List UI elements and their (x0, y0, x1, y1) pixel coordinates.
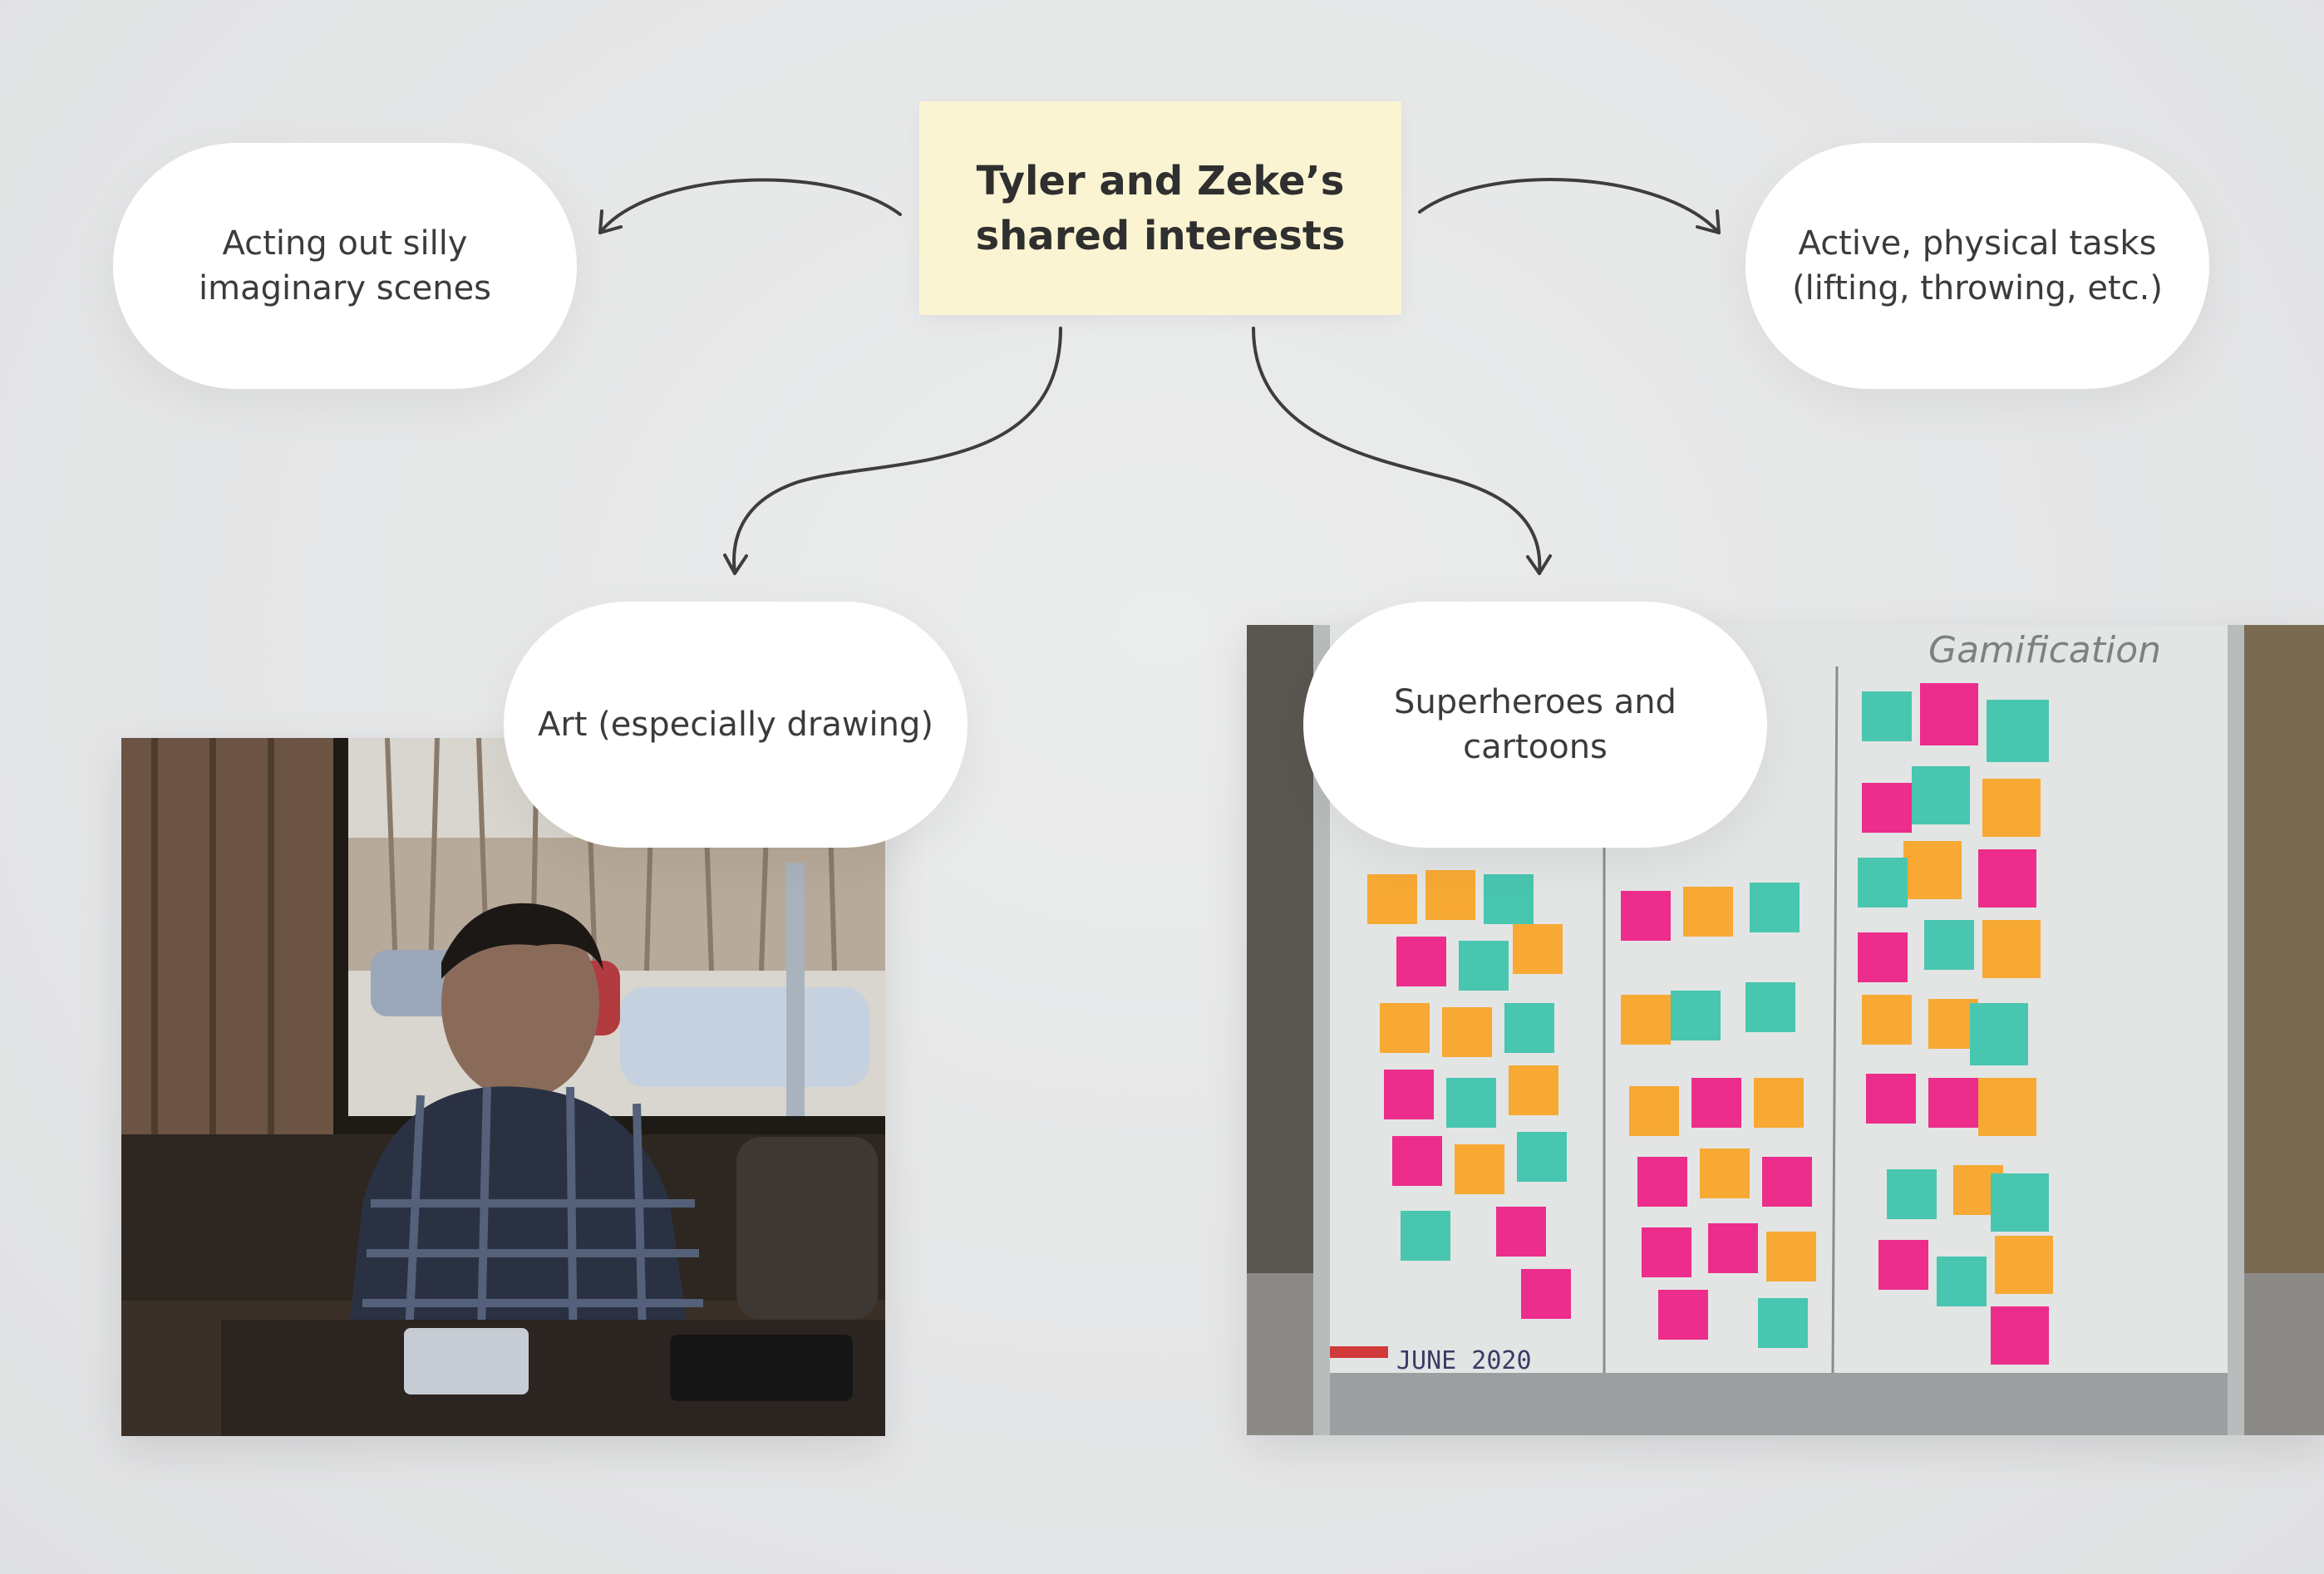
arrowhead-acting (598, 209, 623, 234)
sticky-notes (1367, 683, 2053, 1365)
connector-to-acting (598, 178, 902, 234)
arrowhead-superheroes (1526, 554, 1552, 575)
connector-to-superheroes (1252, 327, 1542, 575)
arrowhead-active (1696, 209, 1721, 234)
whiteboard-header-text: Gamification (1928, 629, 2161, 671)
node-active-label: Active, physical tasks (lifting, throwin… (1792, 224, 2163, 307)
node-superheroes: Superheroes and cartoons (1303, 602, 1767, 848)
whiteboard-date-label: JUNE 2020 (1396, 1346, 1532, 1375)
node-acting-label: Acting out silly imaginary scenes (198, 224, 492, 307)
node-superheroes-label: Superheroes and cartoons (1394, 683, 1677, 766)
central-node-title: Tyler and Zeke’s shared interests (975, 157, 1346, 259)
connector-to-active (1418, 178, 1721, 234)
node-art: Art (especially drawing) (504, 602, 968, 848)
node-acting: Acting out silly imaginary scenes (113, 143, 577, 389)
arrowhead-art (723, 553, 748, 575)
connector-to-art (732, 327, 1062, 575)
node-active: Active, physical tasks (lifting, throwin… (1745, 143, 2209, 389)
node-art-label: Art (especially drawing) (537, 706, 933, 744)
central-node: Tyler and Zeke’s shared interests (919, 101, 1401, 315)
